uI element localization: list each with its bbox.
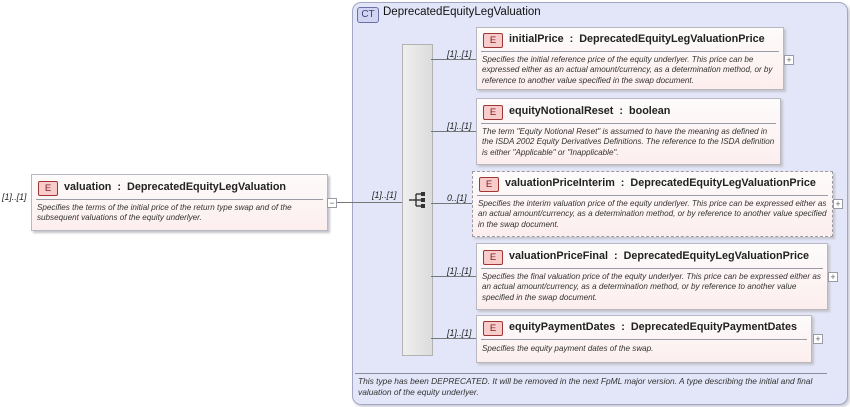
element-badge: E [38,181,58,196]
root-element-name: valuation [64,181,112,193]
element-divider [481,268,823,269]
type-separator: : [617,177,628,189]
element-initialprice[interactable]: E initialPrice : DeprecatedEquityLegValu… [476,27,784,90]
type-separator: : [611,250,621,262]
type-separator: : [616,105,626,117]
type-separator: : [618,321,628,333]
type-separator: : [566,33,577,45]
root-element-title: valuation : DeprecatedEquityLegValuation [64,181,286,193]
element-documentation: Specifies the equity payment dates of th… [482,344,654,353]
complex-type-divider [355,373,827,374]
root-element-valuation[interactable]: E valuation : DeprecatedEquityLegValuati… [31,174,328,231]
connector-equitypaymentdates [431,338,476,339]
expand-button[interactable]: + [833,199,843,209]
connector-equitynotionalreset [431,131,476,132]
type-separator: : [114,181,125,193]
child-cardinality: 0..[1] [447,193,467,203]
root-element-type: DeprecatedEquityLegValuation [127,181,287,193]
element-divider [481,51,779,52]
child-cardinality: [1]..[1] [447,328,472,338]
element-divider [36,199,323,200]
element-badge: E [479,177,499,192]
element-documentation: Specifies the final valuation price of t… [482,272,821,302]
element-title: initialPrice : DeprecatedEquityLegValuat… [509,33,765,45]
element-title: valuationPriceInterim : DeprecatedEquity… [505,177,816,189]
complex-type-name: DeprecatedEquityLegValuation [383,6,541,18]
element-title: equityNotionalReset : boolean [509,105,670,117]
collapse-button[interactable]: − [327,198,337,208]
element-type: DeprecatedEquityLegValuationPrice [630,177,816,189]
element-documentation: The term "Equity Notional Reset" is assu… [482,127,775,157]
element-name: initialPrice [509,33,564,45]
element-badge: E [483,250,503,265]
sequence-icon [409,192,425,208]
root-cardinality: [1]..[1] [2,192,27,202]
element-title: equityPaymentDates : DeprecatedEquityPay… [509,321,797,333]
complex-type-documentation: This type has been DEPRECATED. It will b… [358,376,813,397]
child-cardinality: [1]..[1] [447,266,472,276]
element-valuationpriceinterim[interactable]: E valuationPriceInterim : DeprecatedEqui… [472,171,833,237]
connector-valuationpriceinterim [431,203,472,204]
element-badge: E [483,33,503,48]
element-type: boolean [629,105,671,117]
element-badge: E [483,321,503,336]
element-name: equityPaymentDates [509,321,616,333]
sequence-cardinality: [1]..[1] [372,190,397,200]
element-badge: E [483,105,503,120]
element-name: valuationPriceInterim [505,177,615,189]
expand-button[interactable]: + [828,272,838,282]
element-name: equityNotionalReset [509,105,614,117]
element-title: valuationPriceFinal : DeprecatedEquityLe… [509,250,809,262]
connector-valuationpricefinal [431,276,476,277]
connector-root-to-sequence [337,202,402,203]
element-divider [481,339,807,340]
child-cardinality: [1]..[1] [447,49,472,59]
connector-initialprice [431,59,476,60]
element-divider [481,123,776,124]
root-element-documentation: Specifies the terms of the initial price… [37,203,292,223]
element-type: DeprecatedEquityLegValuationPrice [623,250,810,262]
expand-button[interactable]: + [784,55,794,65]
complex-type-badge: CT [357,7,379,23]
element-documentation: Specifies the interim valuation price of… [478,199,827,229]
element-equitynotionalreset[interactable]: E equityNotionalReset : boolean The term… [476,98,781,165]
element-divider [477,195,828,196]
element-type: DeprecatedEquityPaymentDates [630,321,798,333]
expand-button[interactable]: + [813,334,823,344]
element-name: valuationPriceFinal [509,250,609,262]
element-valuationpricefinal[interactable]: E valuationPriceFinal : DeprecatedEquity… [476,243,828,310]
element-documentation: Specifies the initial reference price of… [482,55,773,85]
child-cardinality: [1]..[1] [447,121,472,131]
element-equitypaymentdates[interactable]: E equityPaymentDates : DeprecatedEquityP… [476,315,812,363]
element-type: DeprecatedEquityLegValuationPrice [579,33,765,45]
